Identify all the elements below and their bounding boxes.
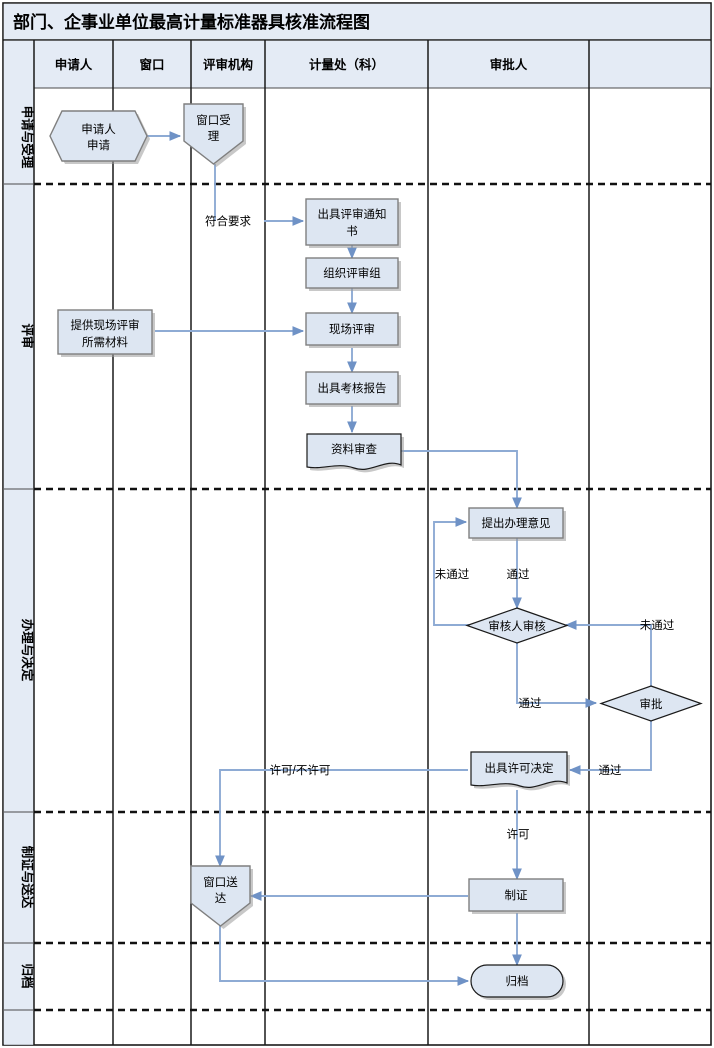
- page-title: 部门、企事业单位最高计量标准器具核准流程图: [13, 12, 370, 32]
- node-label-provide-materials-line1: 提供现场评审: [71, 318, 140, 332]
- band-label-issue-deliver: 制证与送达: [20, 846, 35, 909]
- node-onsite-review[interactable]: 现场评审: [305, 312, 401, 348]
- connector-delivery-to-archive: [219, 923, 470, 986]
- node-label-issue-permit-decision: 出具许可决定: [485, 761, 554, 775]
- connector-permit-to-delivery: [215, 769, 468, 868]
- node-material-review[interactable]: 资料审查: [306, 433, 404, 473]
- node-archive[interactable]: 归档: [470, 964, 566, 1000]
- column-header-window: 窗口: [139, 57, 164, 72]
- column-header-applicant: 申请人: [55, 57, 93, 72]
- node-label-organize-review-group: 组织评审组: [323, 266, 381, 280]
- edge-label-not-passed-right: 未通过: [640, 619, 675, 632]
- node-label-make-certificate: 制证: [505, 889, 528, 902]
- node-label-issue-assessment-report: 出具考核报告: [318, 381, 387, 395]
- node-label-archive: 归档: [506, 974, 529, 988]
- node-label-window-delivery-line2: 达: [215, 891, 227, 905]
- connector-approval-to-permit: [568, 721, 652, 775]
- node-label-window-accept-line2: 理: [208, 130, 220, 143]
- node-label-provide-materials-line2: 所需材料: [82, 335, 128, 349]
- edge-label-permit-or-not: 许可/不许可: [270, 764, 331, 777]
- node-organize-review-group[interactable]: 组织评审组: [305, 257, 401, 291]
- title-bar-background: [3, 3, 711, 40]
- edge-label-passed-to-approval: 通过: [519, 697, 542, 710]
- band-label-review: 评审: [20, 323, 35, 348]
- band-label-process-decide: 办理与决定: [20, 619, 35, 682]
- node-label-applicant-apply-line1: 申请人: [81, 123, 116, 136]
- node-label-window-accept-line1: 窗口受: [196, 113, 231, 127]
- node-label-onsite-review: 现场评审: [329, 322, 375, 336]
- edge-label-meets-requirements: 符合要求: [205, 214, 251, 228]
- column-header-review-org: 评审机构: [203, 57, 253, 72]
- node-reviewer-check[interactable]: 审核人审核: [465, 607, 569, 644]
- band-label-apply-accept: 申请与受理: [20, 106, 35, 169]
- connector-material-to-opinion: [400, 450, 522, 510]
- node-label-propose-opinion: 提出办理意见: [482, 516, 551, 530]
- node-approval[interactable]: 审批: [599, 685, 703, 722]
- node-issue-assessment-report[interactable]: 出具考核报告: [305, 371, 401, 407]
- node-label-window-delivery-line1: 窗口送: [203, 875, 238, 889]
- node-provide-materials[interactable]: 提供现场评审 所需材料: [57, 309, 155, 357]
- node-label-issue-review-notice-line1: 出具评审通知: [318, 207, 387, 221]
- edge-label-not-passed-left: 未通过: [435, 568, 470, 581]
- column-header-background: [34, 40, 711, 88]
- node-label-applicant-apply-line2: 申请: [87, 139, 110, 152]
- node-label-issue-review-notice-line2: 书: [346, 225, 358, 238]
- band-label-column-background: [3, 40, 35, 1045]
- edge-label-passed-to-decision: 通过: [599, 764, 622, 777]
- connector-reviewer-to-approval: [516, 643, 598, 708]
- node-issue-permit-decision[interactable]: 出具许可决定: [470, 751, 570, 791]
- node-label-approval: 审批: [640, 697, 663, 711]
- node-label-material-review: 资料审查: [331, 442, 377, 456]
- edge-label-permit: 许可: [507, 828, 530, 841]
- node-window-delivery[interactable]: 窗口送 达: [190, 865, 253, 929]
- column-header-metrology-dept: 计量处（科）: [309, 57, 384, 72]
- node-propose-opinion[interactable]: 提出办理意见: [468, 507, 566, 541]
- connector-reviewer-notpassed-loop: [433, 517, 472, 626]
- node-label-reviewer-check: 审核人审核: [488, 619, 546, 633]
- node-issue-review-notice[interactable]: 出具评审通知 书: [305, 198, 401, 248]
- band-label-archive: 归档: [20, 963, 35, 988]
- node-applicant-apply[interactable]: 申请人 申请: [49, 110, 150, 164]
- node-make-certificate[interactable]: 制证: [468, 878, 566, 914]
- node-window-accept[interactable]: 窗口受 理: [183, 103, 246, 167]
- column-header-approver: 审批人: [490, 57, 528, 72]
- edge-label-passed-to-reviewer: 通过: [507, 568, 530, 581]
- connector-approval-notpassed: [564, 620, 652, 686]
